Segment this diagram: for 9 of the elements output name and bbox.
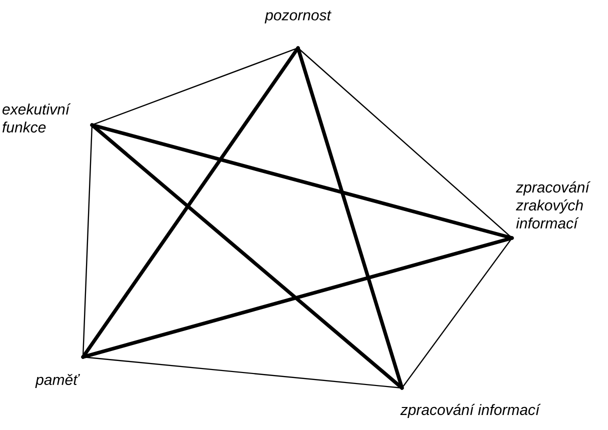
node-label: zpracování zrakových informací bbox=[516, 181, 591, 229]
node-label: exekutivní funkce bbox=[2, 103, 71, 133]
node-label: pozornost bbox=[264, 10, 332, 24]
node-label: zpracování informací bbox=[400, 404, 541, 418]
node-label: paměť bbox=[35, 374, 80, 388]
thick-line bbox=[81, 236, 514, 359]
thick-line bbox=[90, 123, 404, 390]
thick-line bbox=[296, 46, 404, 390]
line bbox=[401, 237, 513, 389]
